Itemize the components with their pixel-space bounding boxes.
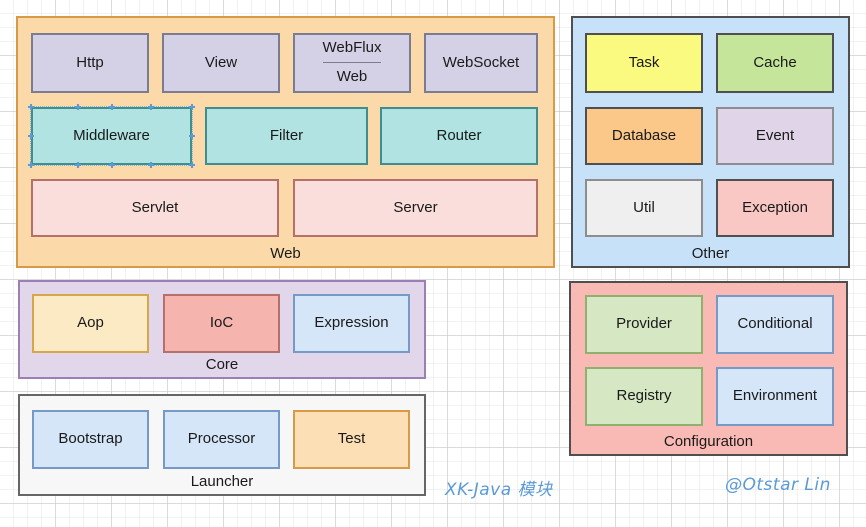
- panel-configuration-label: Configuration: [663, 433, 754, 450]
- node-task[interactable]: Task: [585, 33, 703, 93]
- panel-launcher-label: Launcher: [190, 473, 254, 490]
- node-conditional[interactable]: Conditional: [716, 295, 834, 354]
- panel-other-label: Other: [691, 245, 730, 262]
- node-cache[interactable]: Cache: [716, 33, 834, 93]
- node-server[interactable]: Server: [293, 179, 538, 237]
- node-webflux-web[interactable]: WebFlux Web: [293, 33, 411, 93]
- panel-web-label: Web: [270, 245, 301, 262]
- node-web-label: Web: [336, 67, 368, 85]
- panel-core-label: Core: [205, 356, 239, 373]
- node-filter[interactable]: Filter: [205, 107, 368, 165]
- watermark-author: @Otstar Lin: [725, 475, 831, 495]
- node-bootstrap[interactable]: Bootstrap: [32, 410, 149, 469]
- watermark-title: XK-Java 模块: [445, 480, 553, 500]
- node-database[interactable]: Database: [585, 107, 703, 165]
- node-webflux-label: WebFlux: [322, 35, 382, 63]
- node-websocket[interactable]: WebSocket: [424, 33, 538, 93]
- node-processor[interactable]: Processor: [163, 410, 280, 469]
- node-test[interactable]: Test: [293, 410, 410, 469]
- node-environment[interactable]: Environment: [716, 367, 834, 426]
- node-servlet[interactable]: Servlet: [31, 179, 279, 237]
- node-expression[interactable]: Expression: [293, 294, 410, 353]
- node-util[interactable]: Util: [585, 179, 703, 237]
- node-view[interactable]: View: [162, 33, 280, 93]
- node-exception[interactable]: Exception: [716, 179, 834, 237]
- node-aop[interactable]: Aop: [32, 294, 149, 353]
- node-provider[interactable]: Provider: [585, 295, 703, 354]
- node-middleware-label: Middleware: [73, 126, 150, 144]
- node-router[interactable]: Router: [380, 107, 538, 165]
- node-registry[interactable]: Registry: [585, 367, 703, 426]
- node-middleware[interactable]: Middleware: [28, 104, 195, 168]
- node-http[interactable]: Http: [31, 33, 149, 93]
- node-ioc[interactable]: IoC: [163, 294, 280, 353]
- node-event[interactable]: Event: [716, 107, 834, 165]
